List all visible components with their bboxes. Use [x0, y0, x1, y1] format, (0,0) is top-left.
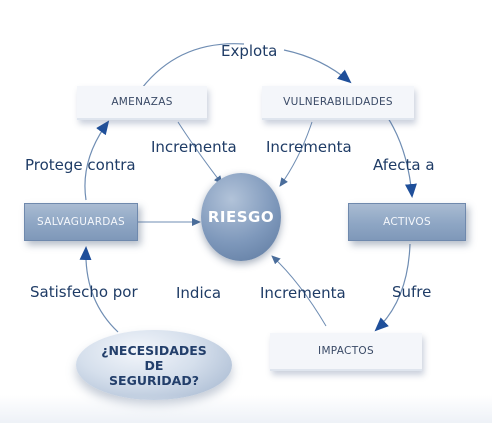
node-riesgo-label: RIESGO: [207, 208, 275, 226]
arrow-explota-2: [283, 49, 352, 84]
edge-label-explota: Explota: [221, 42, 278, 60]
arrow-sufre: [374, 243, 411, 332]
node-necesidades-line3: SEGURIDAD?: [109, 372, 199, 388]
node-vulnerabilidades-label: VULNERABILIDADES: [283, 96, 393, 108]
arrow-explota: [141, 43, 245, 89]
edge-label-sufre: Sufre: [392, 283, 432, 301]
node-amenazas: AMENAZAS: [77, 86, 207, 120]
node-necesidades-line1: ¿NECESIDADES: [101, 342, 207, 358]
arrow-amenazas-riesgo: [177, 121, 223, 185]
node-vulnerabilidades: VULNERABILIDADES: [262, 86, 414, 120]
edge-label-afecta-a: Afecta a: [373, 156, 435, 174]
node-salvaguardas: SALVAGUARDAS: [24, 203, 138, 241]
node-necesidades-line2: DE: [144, 357, 164, 373]
node-riesgo: RIESGO: [201, 173, 281, 261]
node-activos: ACTIVOS: [348, 203, 466, 241]
node-salvaguardas-label: SALVAGUARDAS: [37, 216, 125, 228]
arrow-satisfecho: [79, 246, 119, 333]
arrow-vulnerabilidades-riesgo: [279, 121, 313, 187]
node-activos-label: ACTIVOS: [383, 216, 431, 228]
node-impactos: IMPACTOS: [270, 333, 422, 371]
edge-label-protege-contra: Protege contra: [25, 156, 136, 174]
node-amenazas-label: AMENAZAS: [111, 96, 173, 108]
edge-label-incrementa-amenazas: Incrementa: [151, 138, 237, 156]
edge-label-incrementa-impactos: Incrementa: [260, 284, 346, 302]
floor-reflection: [0, 395, 492, 423]
arrow-protege: [84, 120, 110, 201]
node-impactos-label: IMPACTOS: [318, 345, 374, 357]
arrow-impactos-riesgo: [271, 255, 327, 327]
edge-label-incrementa-vulnerabilidades: Incrementa: [266, 138, 352, 156]
edge-label-indica: Indica: [176, 284, 222, 302]
arrow-afecta: [387, 117, 417, 198]
edge-label-satisfecho-por: Satisfecho por: [30, 283, 138, 301]
node-necesidades-seguridad: ¿NECESIDADES DE SEGURIDAD?: [76, 330, 232, 400]
